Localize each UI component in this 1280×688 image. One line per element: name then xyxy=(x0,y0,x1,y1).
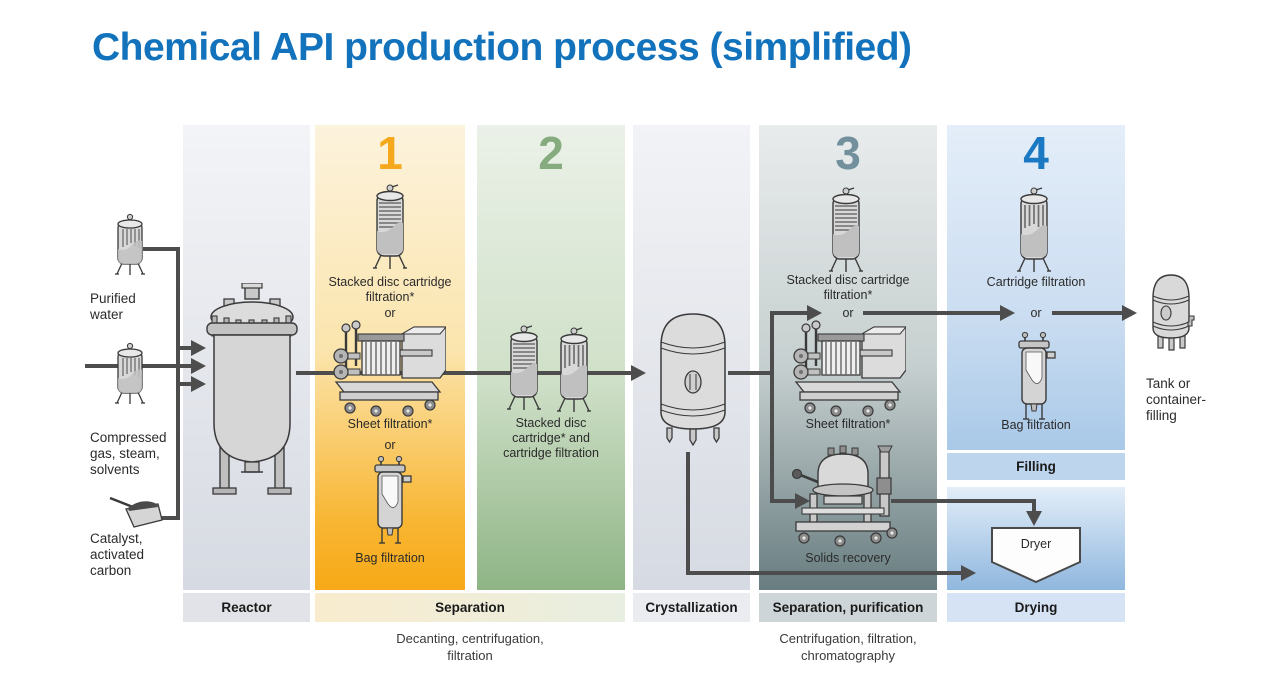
step4-option-b-label: Bag filtration xyxy=(1001,418,1071,432)
flow-line-main xyxy=(296,371,632,375)
step-number-3: 3 xyxy=(835,127,861,179)
arrow-into-solids-recovery xyxy=(795,493,810,509)
stage-column-separation-2 xyxy=(477,125,625,590)
page-title: Chemical API production process (simplif… xyxy=(92,26,912,69)
arrow-into-dryer-side xyxy=(961,565,976,581)
arrow-into-dryer-top xyxy=(1026,511,1042,526)
flow-line-branch-vertical xyxy=(770,311,774,503)
step1-or-1-label: or xyxy=(384,306,396,320)
step3-option-a-label: Stacked disc cartridge filtration* xyxy=(786,273,910,302)
step-number-1: 1 xyxy=(377,127,403,179)
stacked-disc-filter-icon xyxy=(368,183,412,271)
flow-line-solids-to-dryer xyxy=(891,499,1036,503)
flow-line-into-reactor-1 xyxy=(176,346,192,350)
reactor-vessel-icon xyxy=(202,283,302,505)
flow-line-crystallizer-bottom xyxy=(686,452,690,575)
footer-separation-purification-label: Separation, purification xyxy=(772,600,924,615)
arrow-step4-or xyxy=(1000,305,1015,321)
flow-line-step4-to-tank xyxy=(1052,311,1123,315)
footer-reactor: Reactor xyxy=(183,593,310,622)
arrow-into-tank xyxy=(1122,305,1137,321)
flow-line-crystallizer-out xyxy=(728,371,774,375)
separation-subcaption: Decanting, centrifugation, filtration xyxy=(396,631,544,663)
separation-purification-subcaption: Centrifugation, filtration, chromatograp… xyxy=(779,631,917,663)
bag-filter-icon xyxy=(1012,328,1056,422)
flow-line-step3-to-step4 xyxy=(863,311,1001,315)
step1-option-b-label: Sheet filtration* xyxy=(347,417,433,431)
step3-option-b-label: Sheet filtration* xyxy=(805,417,891,431)
footer-reactor-label: Reactor xyxy=(221,600,272,615)
footer-drying-label: Drying xyxy=(1014,600,1058,615)
tank-icon xyxy=(1146,270,1196,354)
bag-filter-icon xyxy=(368,452,412,546)
arrow-into-reactor-1 xyxy=(191,340,206,356)
catalyst-scoop-icon xyxy=(108,494,164,530)
footer-drying: Drying xyxy=(947,593,1125,622)
flow-line-into-reactor-3 xyxy=(176,382,192,386)
step3-or-1-label: or xyxy=(842,306,854,320)
catalyst-label: Catalyst, activated carbon xyxy=(90,531,145,579)
flow-line-purified-water xyxy=(143,247,180,251)
compressed-gas-filter-icon xyxy=(110,342,150,406)
step1-option-c-label: Bag filtration xyxy=(355,551,425,565)
crystallizer-vessel-icon xyxy=(653,306,733,456)
footer-crystallization-label: Crystallization xyxy=(645,600,738,615)
step-number-2: 2 xyxy=(538,127,564,179)
step2-label: Stacked disc cartridge* and cartridge fi… xyxy=(503,416,599,460)
footer-separation: Separation xyxy=(315,593,625,622)
compressed-gas-label: Compressed gas, steam, solvents xyxy=(90,430,167,478)
purified-water-label: Purified water xyxy=(90,291,136,323)
step1-or-2-label: or xyxy=(384,438,396,452)
solids-recovery-label: Solids recovery xyxy=(805,551,891,565)
filling-label: Filling xyxy=(1016,459,1056,474)
step-number-4: 4 xyxy=(1023,127,1049,179)
footer-separation-purification: Separation, purification xyxy=(759,593,937,622)
step1-option-a-label: Stacked disc cartridge filtration* xyxy=(328,275,452,304)
purified-water-filter-icon xyxy=(110,213,150,277)
sheet-filter-icon xyxy=(328,320,446,418)
step4-or-1-label: or xyxy=(1030,306,1042,320)
arrow-into-crystallizer xyxy=(631,365,646,381)
filling-band: Filling xyxy=(947,453,1125,480)
footer-crystallization: Crystallization xyxy=(633,593,750,622)
footer-separation-label: Separation xyxy=(435,600,505,615)
flow-line-dryer-drop xyxy=(1032,499,1036,512)
tank-output-label: Tank or container- filling xyxy=(1146,376,1207,424)
step4-option-a-label: Cartridge filtration xyxy=(986,275,1086,289)
dryer-icon xyxy=(990,526,1082,588)
cartridge-filter-icon xyxy=(552,326,596,414)
arrow-into-reactor-2 xyxy=(191,358,206,374)
flow-line-catalyst xyxy=(152,516,180,520)
flow-line-to-dryer-bottom xyxy=(686,571,962,575)
solids-recovery-icon xyxy=(788,444,906,549)
arrow-into-reactor-3 xyxy=(191,376,206,392)
arrow-step3-or xyxy=(807,305,822,321)
stacked-disc-filter-icon xyxy=(824,186,868,274)
stacked-disc-filter-icon xyxy=(502,324,546,412)
flow-line-branch-down xyxy=(770,499,796,503)
sheet-filter-icon xyxy=(788,320,906,418)
flow-line-branch-up xyxy=(770,311,808,315)
cartridge-filter-icon xyxy=(1012,186,1056,274)
dryer-label: Dryer xyxy=(1020,537,1052,551)
